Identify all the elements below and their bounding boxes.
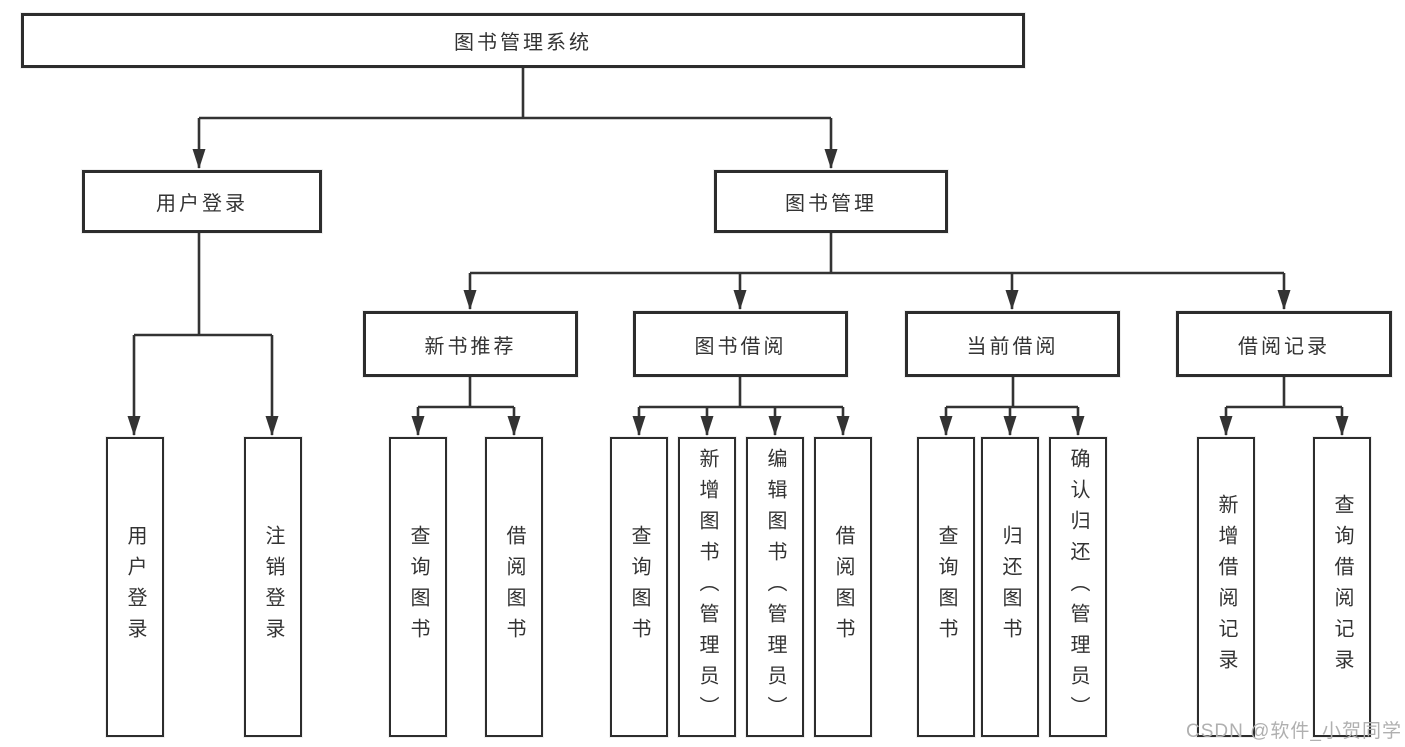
leaf-query-borrow-record: 查询借阅记录 — [1313, 437, 1371, 737]
leaf-borrow-books-2: 借阅图书 — [814, 437, 872, 737]
leaf-query-books-3: 查询图书 — [917, 437, 975, 737]
leaf-label: 查询图书 — [628, 525, 650, 649]
leaf-user-login: 用户登录 — [106, 437, 164, 737]
leaf-label: 归还图书 — [999, 525, 1021, 649]
leaf-query-books-1: 查询图书 — [389, 437, 447, 737]
node-root-system: 图书管理系统 — [21, 13, 1025, 68]
node-borrow-records: 借阅记录 — [1176, 311, 1392, 377]
node-current-borrow-label: 当前借阅 — [966, 335, 1059, 358]
leaf-label: 查询图书 — [407, 525, 429, 649]
leaf-borrow-books-1: 借阅图书 — [485, 437, 543, 737]
node-user-login: 用户登录 — [82, 170, 322, 233]
leaf-label: 新增借阅记录 — [1215, 494, 1237, 680]
leaf-label: 借阅图书 — [503, 525, 525, 649]
node-book-borrow: 图书借阅 — [633, 311, 848, 377]
node-book-borrow-label: 图书借阅 — [694, 335, 787, 358]
leaf-label: 借阅图书 — [832, 525, 854, 649]
node-borrow-records-label: 借阅记录 — [1238, 335, 1330, 358]
leaf-query-books-2: 查询图书 — [610, 437, 668, 737]
node-new-book-recommend-label: 新书推荐 — [424, 335, 517, 358]
leaf-label: 查询图书 — [935, 525, 957, 649]
csdn-watermark: CSDN @软件_小贺同学 — [1186, 721, 1402, 742]
leaf-edit-books-admin: 编辑图书（管理员） — [746, 437, 804, 737]
leaf-label: 确认归还（管理员） — [1067, 447, 1089, 727]
leaf-logout: 注销登录 — [244, 437, 302, 737]
leaf-label: 注销登录 — [262, 525, 284, 649]
node-new-book-recommend: 新书推荐 — [363, 311, 578, 377]
leaf-label: 新增图书（管理员） — [696, 447, 718, 727]
leaf-label: 用户登录 — [124, 525, 146, 649]
node-book-management-label: 图书管理 — [785, 193, 877, 215]
leaf-add-borrow-record: 新增借阅记录 — [1197, 437, 1255, 737]
leaf-add-books-admin: 新增图书（管理员） — [678, 437, 736, 737]
leaf-label: 编辑图书（管理员） — [764, 447, 786, 727]
node-root-label: 图书管理系统 — [454, 32, 592, 54]
node-current-borrow: 当前借阅 — [905, 311, 1120, 377]
leaf-confirm-return-admin: 确认归还（管理员） — [1049, 437, 1107, 737]
leaf-label: 查询借阅记录 — [1331, 494, 1353, 680]
node-user-login-label: 用户登录 — [156, 193, 248, 215]
node-book-management: 图书管理 — [714, 170, 948, 233]
leaf-return-books: 归还图书 — [981, 437, 1039, 737]
